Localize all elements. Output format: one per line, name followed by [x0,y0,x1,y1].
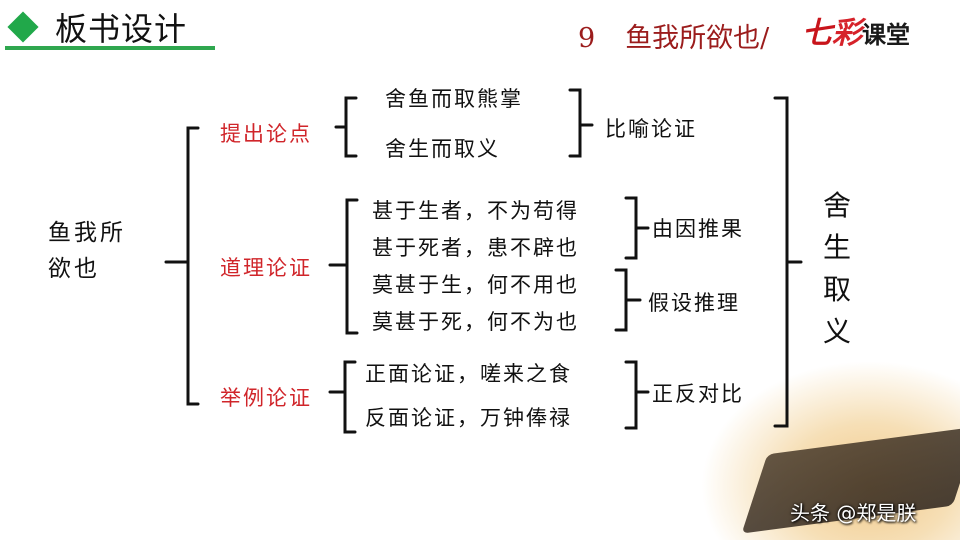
brand-part-2: 彩 [832,16,862,51]
branch2-method-1: 由因推果 [652,217,744,241]
branch3-item-2: 反面论证，万钟俸禄 [365,406,572,430]
branch2-close-brace-2 [614,268,642,332]
title-underline [5,46,215,50]
conclusion-char-4: 义 [822,315,851,348]
section-title: 板书设计 [55,10,188,48]
lesson-heading: 9 鱼我所欲也/ [578,16,769,55]
lesson-title: 鱼我所欲也/ [625,23,770,54]
branch1-item-1: 舍鱼而取熊掌 [385,87,523,111]
branch1-method: 比喻论证 [605,117,697,141]
branch2-item-2: 甚于死者，患不辟也 [372,236,579,260]
branch3-method: 正反对比 [652,382,744,406]
branch1-open-brace [334,96,358,158]
brand-part-1: 七 [802,16,832,51]
branch3-item-1: 正面论证，嗟来之食 [365,362,572,386]
branch3-close-brace [624,360,650,430]
branch2-item-3: 莫甚于生，何不用也 [372,273,579,297]
conclusion-char-3: 取 [822,273,851,306]
branch2-item-4: 莫甚于死，何不为也 [372,310,579,334]
brand-part-3: 课堂 [862,21,910,49]
branch-label-examples: 举例论证 [220,386,312,410]
conclusion-node: 舍 生 取 义 [820,185,854,353]
branch2-method-2: 假设推理 [648,291,740,315]
watermark: 头条 @郑是朕 [790,501,917,525]
conclusion-char-1: 舍 [822,189,851,222]
branch-label-thesis: 提出论点 [220,122,312,146]
branch1-item-2: 舍生而取义 [385,137,500,161]
root-line-2: 欲也 [48,256,100,282]
root-node: 鱼我所 欲也 [48,215,126,287]
lesson-number: 9 [578,23,596,54]
branch2-open-brace [328,198,359,335]
conclusion-char-2: 生 [822,231,851,264]
branch2-close-brace-1 [624,196,650,260]
brand-logo: 七彩课堂 [802,8,910,52]
conclusion-brace [773,96,803,428]
branch-label-reasoning: 道理论证 [220,256,312,280]
branch2-item-1: 甚于生者，不为苟得 [372,199,579,223]
branch1-close-brace [568,88,594,158]
branch3-open-brace [328,360,357,434]
root-line-1: 鱼我所 [48,220,126,246]
root-brace [164,126,200,406]
